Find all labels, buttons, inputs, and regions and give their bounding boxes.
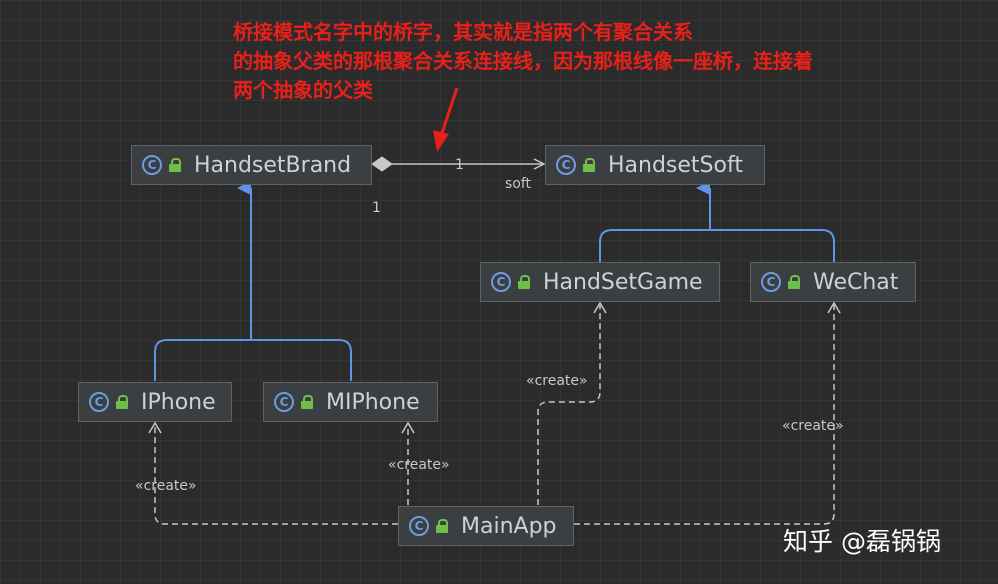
annotation-line: 的抽象父类的那根聚合关系连接线，因为那根线像一座桥，连接着 (233, 49, 813, 73)
class-name: IPhone (141, 389, 216, 415)
class-icon: C (556, 155, 576, 175)
class-name: HandSetGame (543, 269, 703, 295)
watermark: 知乎 @磊锅锅 (783, 527, 941, 556)
open-lock-icon (435, 519, 449, 533)
open-lock-icon (517, 275, 531, 289)
class-name: WeChat (813, 269, 899, 295)
class-iphone[interactable]: C IPhone (78, 382, 232, 422)
class-icon: C (409, 516, 429, 536)
class-name: MainApp (461, 513, 557, 539)
class-icon: C (142, 155, 162, 175)
annotation-line: 桥接模式名字中的桥字，其实就是指两个有聚合关系 (233, 20, 693, 44)
class-icon: C (89, 392, 109, 412)
class-name: HandsetBrand (194, 152, 352, 178)
inheritance-brand (154, 181, 352, 381)
class-handsetsoft[interactable]: C HandsetSoft (545, 145, 765, 185)
open-lock-icon (168, 158, 182, 172)
class-name: MIPhone (326, 389, 420, 415)
class-miphone[interactable]: C MIPhone (263, 382, 438, 422)
class-icon: C (274, 392, 294, 412)
annotation-arrow (433, 87, 459, 152)
class-icon: C (761, 272, 781, 292)
aggregation-role-label: soft (505, 176, 532, 192)
class-wechat[interactable]: C WeChat (750, 262, 916, 302)
aggregation-multiplicity-source: 1 (372, 200, 381, 216)
create-label-wechat: «create» (782, 418, 844, 434)
annotation-line: 两个抽象的父类 (233, 78, 373, 102)
annotation-text: 桥接模式名字中的桥字，其实就是指两个有聚合关系 的抽象父类的那根聚合关系连接线，… (233, 18, 813, 105)
class-name: HandsetSoft (608, 152, 743, 178)
aggregation-line (371, 156, 546, 172)
create-dependencies (154, 305, 835, 525)
open-lock-icon (582, 158, 596, 172)
create-label-miphone: «create» (388, 457, 450, 473)
class-handsetgame[interactable]: C HandSetGame (480, 262, 720, 302)
aggregation-multiplicity-target: 1 (455, 157, 464, 173)
open-lock-icon (300, 395, 314, 409)
create-arrowheads (148, 301, 841, 434)
class-mainapp[interactable]: C MainApp (398, 506, 574, 546)
class-handsetbrand[interactable]: C HandsetBrand (131, 145, 372, 185)
class-icon: C (491, 272, 511, 292)
open-lock-icon (115, 395, 129, 409)
inheritance-soft (599, 181, 835, 262)
create-label-iphone: «create» (135, 478, 197, 494)
open-lock-icon (787, 275, 801, 289)
create-label-handsetgame: «create» (526, 373, 588, 389)
